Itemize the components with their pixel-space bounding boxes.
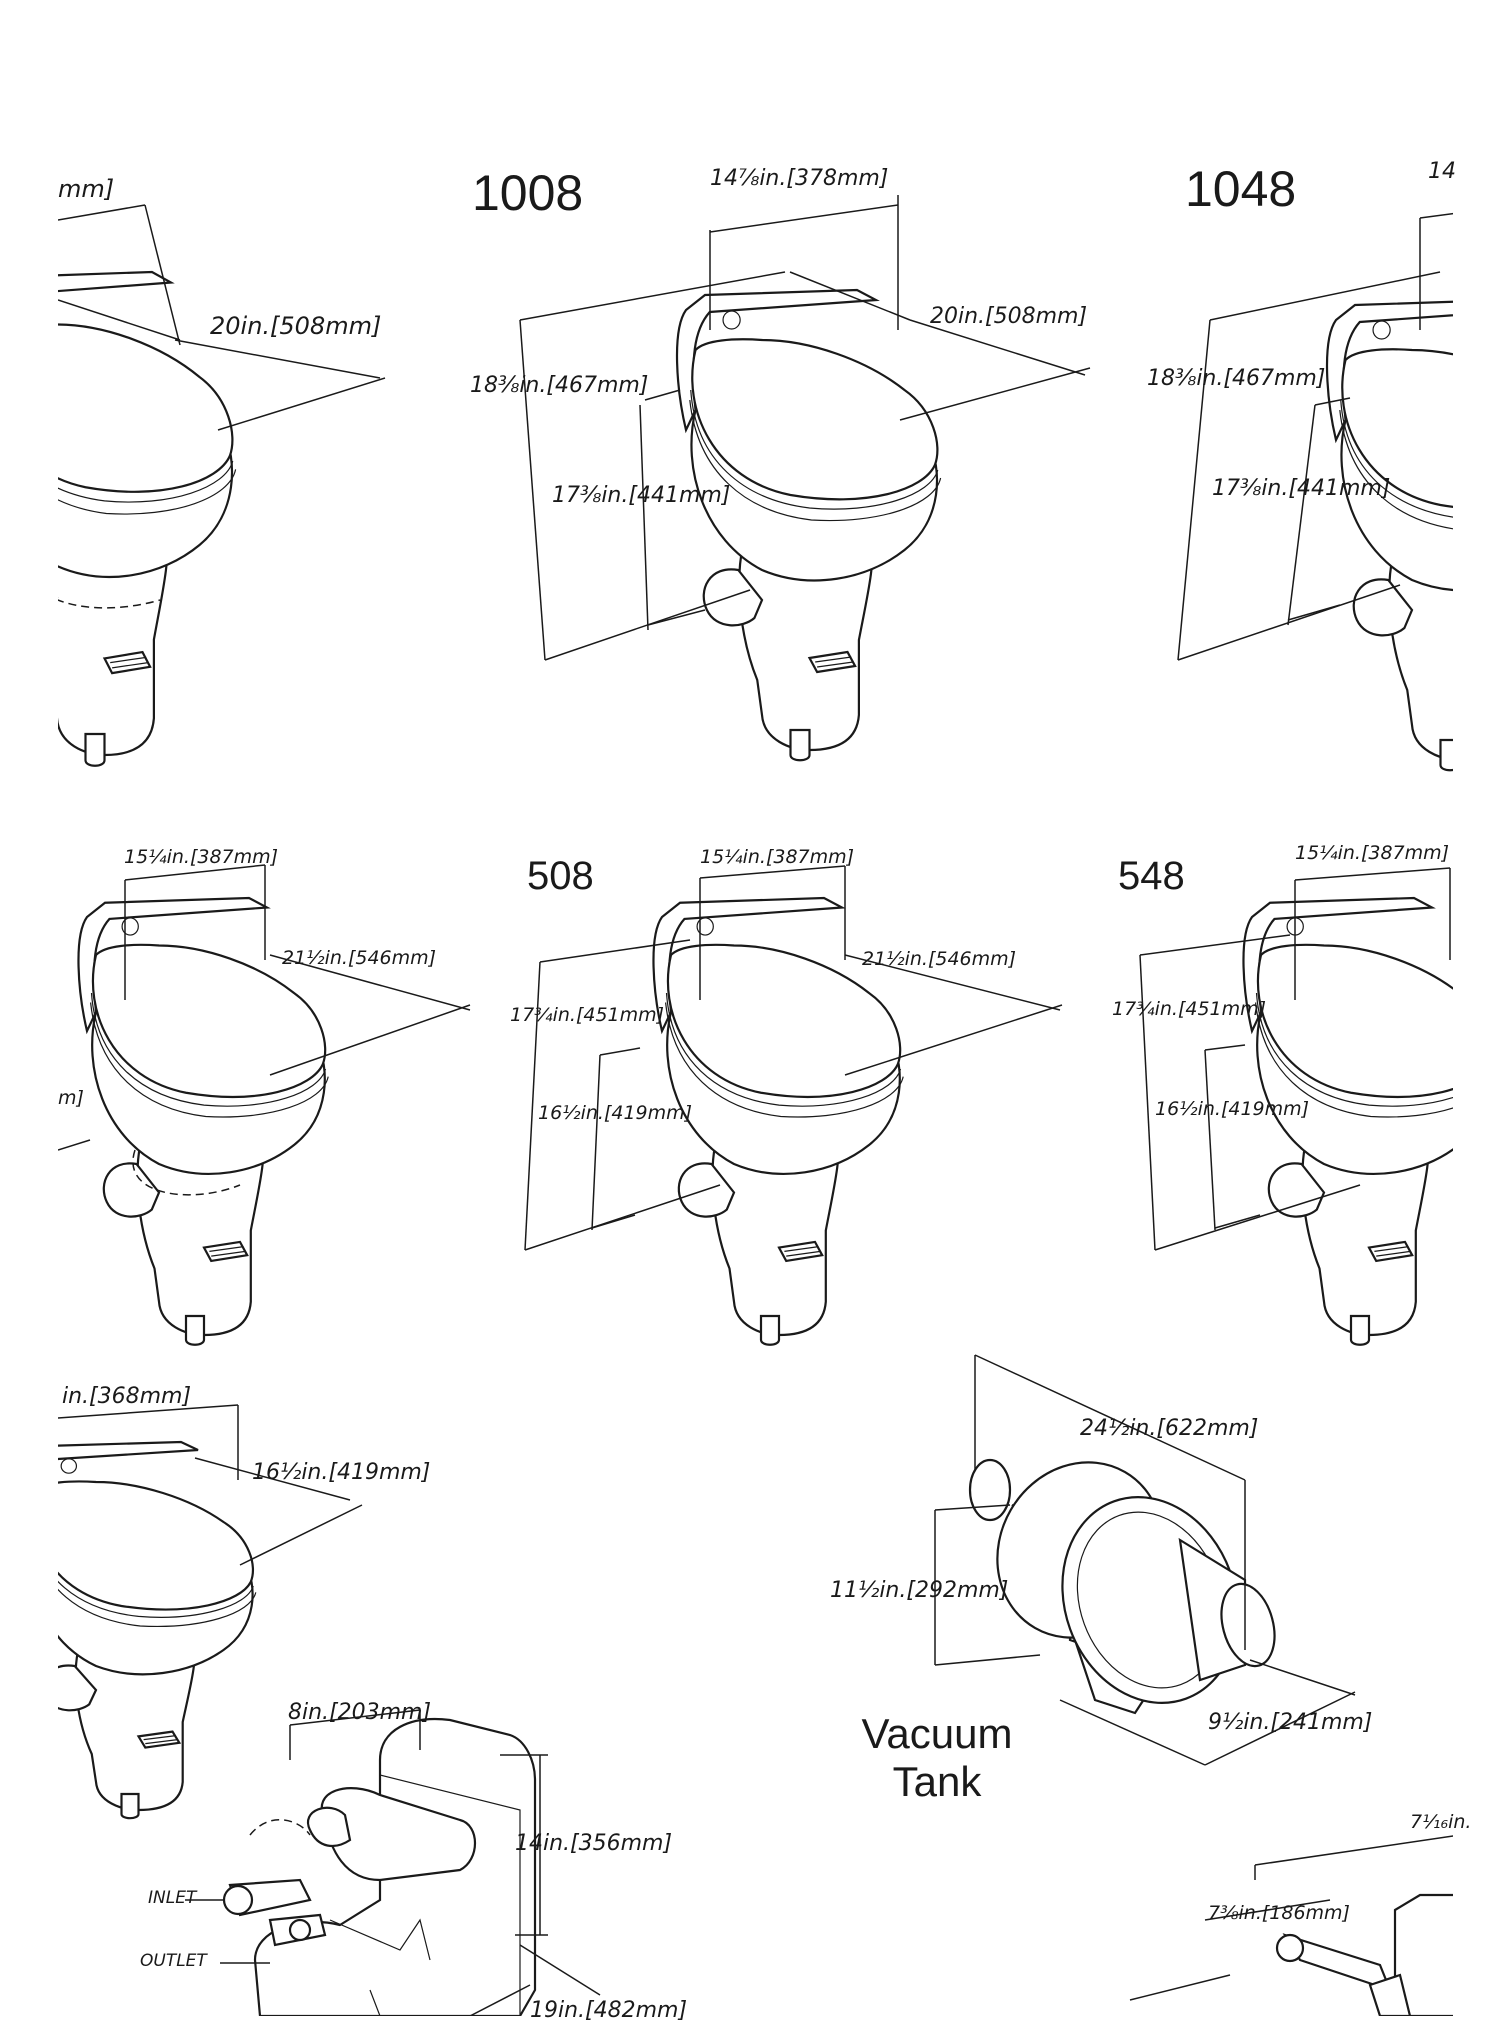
- pump-inlet-label: INLET: [148, 1888, 197, 1908]
- height-total-label-548: 17¾in.[451mm]: [1112, 998, 1267, 1020]
- vacuum-tank-caption-line2: Tank: [892, 1758, 982, 1806]
- toilet-drawing-partial-bottom-left: [58, 1441, 257, 1820]
- height-seat-label-1008: 17⅜in.[441mm]: [552, 483, 731, 508]
- height-seat-label-548: 16½in.[419mm]: [1155, 1098, 1310, 1120]
- bottom-right-height-label: 7⅜in.[186mm]: [1208, 1902, 1350, 1924]
- height-seat-label-508: 16½in.[419mm]: [538, 1102, 693, 1124]
- height-total-label-508: 17¾in.[451mm]: [510, 1004, 665, 1026]
- vacuum-tank-length-label: 24½in.[622mm]: [1080, 1416, 1259, 1441]
- model-number-1008: 1008: [472, 165, 584, 221]
- depth-label-bottom-left: 16½in.[419mm]: [252, 1460, 431, 1485]
- toilet-drawing-partial-top-left: [58, 270, 237, 767]
- vacuum-tank-caption: Vacuum Tank: [842, 1710, 1032, 1807]
- toilet-drawing-1008: [675, 288, 942, 762]
- pump-height-label: 14in.[356mm]: [515, 1831, 673, 1856]
- width-label-bottom-left: in.[368mm]: [62, 1384, 192, 1409]
- width-label-1008: 14⅞in.[378mm]: [710, 166, 889, 191]
- toilet-drawing-1048: [1325, 298, 1453, 772]
- partial-height-label-middle-left: m]: [58, 1087, 84, 1109]
- vacuum-tank-diameter-label: 9½in.[241mm]: [1208, 1710, 1373, 1735]
- depth-label-1008: 20in.[508mm]: [930, 304, 1088, 329]
- pump-length-label: 19in.[482mm]: [530, 1998, 688, 2023]
- model-number-508: 508: [527, 854, 594, 898]
- width-label-548: 15¼in.[387mm]: [1295, 842, 1450, 864]
- height-seat-label-1048: 17⅜in.[441mm]: [1212, 476, 1391, 501]
- vacuum-tank-caption-line1: Vacuum: [861, 1710, 1013, 1757]
- partial-width-label-top-left: mm]: [58, 175, 115, 203]
- width-label-1048: 14: [1428, 159, 1456, 184]
- height-total-label-1048: 18⅜in.[467mm]: [1147, 366, 1326, 391]
- model-number-548: 548: [1118, 854, 1185, 898]
- pump-width-label: 8in.[203mm]: [288, 1700, 432, 1725]
- vacuum-tank-height-label: 11½in.[292mm]: [830, 1578, 1009, 1603]
- pump-drawing: [224, 1719, 535, 2016]
- width-label-508: 15¼in.[387mm]: [700, 846, 855, 868]
- model-number-1048: 1048: [1185, 161, 1297, 217]
- pump-outlet-label: OUTLET: [140, 1951, 207, 1971]
- bottom-right-drawing-partial: [1277, 1895, 1453, 2016]
- bottom-right-width-label: 7⅟₁₆in.: [1410, 1811, 1472, 1833]
- toilet-drawing-548: [1242, 896, 1453, 1346]
- depth-label-middle-left: 21½in.[546mm]: [282, 947, 437, 969]
- depth-label-top-left: 20in.[508mm]: [210, 312, 382, 340]
- width-label-middle-left: 15¼in.[387mm]: [124, 846, 279, 868]
- vacuum-tank-drawing: [966, 1432, 1283, 1728]
- height-total-label-1008: 18⅜in.[467mm]: [470, 373, 649, 398]
- depth-label-508: 21½in.[546mm]: [862, 948, 1017, 970]
